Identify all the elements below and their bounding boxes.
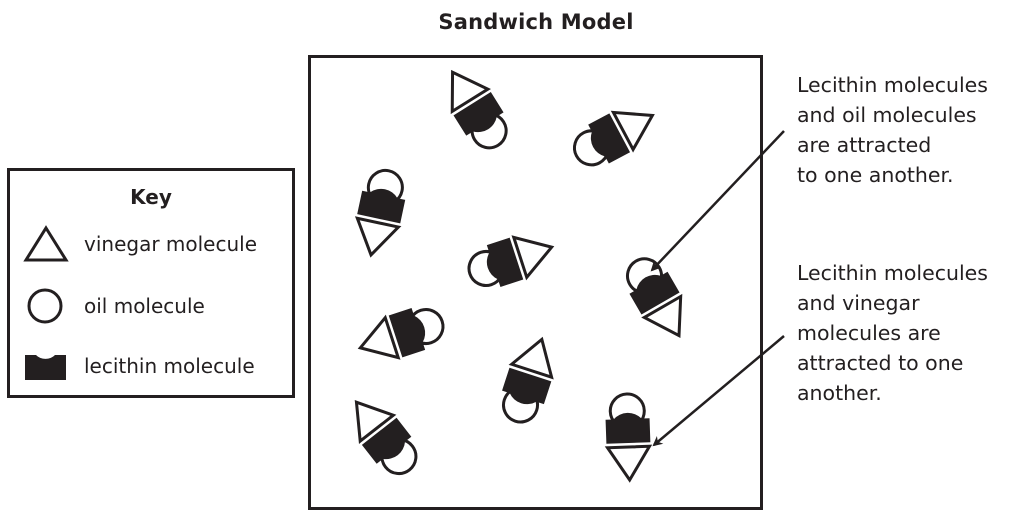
molecule-group-8 — [337, 387, 429, 485]
arrow-lecithin-oil — [650, 130, 785, 272]
annotation-line: Lecithin molecules — [797, 73, 988, 97]
circle-icon — [27, 288, 63, 324]
annotation-line: molecules are — [797, 321, 941, 345]
key-label-vinegar: vinegar molecule — [84, 232, 258, 256]
model-frame — [308, 55, 763, 510]
molecule-group-7 — [492, 331, 565, 430]
key-item-vinegar: vinegar molecule — [22, 224, 257, 264]
molecule-group-2 — [564, 94, 665, 177]
annotation-line: another. — [797, 381, 882, 405]
lecithin-icon — [25, 355, 66, 380]
key-item-lecithin: lecithin molecule — [22, 346, 255, 386]
annotation-line: Lecithin molecules — [797, 261, 988, 285]
annotation-line: and vinegar — [797, 291, 920, 315]
key-item-oil: oil molecule — [22, 286, 205, 326]
key-heading: Key — [130, 185, 172, 209]
annotation-line: are attracted — [797, 133, 932, 157]
triangle-icon — [23, 225, 69, 262]
molecule-group-1 — [432, 59, 519, 159]
diagram-title: Sandwich Model — [438, 10, 634, 34]
key-label-lecithin: lecithin molecule — [84, 354, 255, 378]
annotation-lecithin-vinegar: Lecithin molecules and vinegar molecules… — [797, 258, 988, 408]
annotation-line: attracted to one — [797, 351, 964, 375]
key-legend: Key vinegar molecule oil molecule lecith… — [7, 168, 295, 398]
key-label-oil: oil molecule — [84, 294, 205, 318]
molecule-group-4 — [461, 224, 560, 297]
annotation-line: to one another. — [797, 163, 954, 187]
molecule-group-3 — [348, 164, 412, 262]
annotation-lecithin-oil: Lecithin molecules and oil molecules are… — [797, 70, 988, 190]
molecule-group-9 — [603, 391, 654, 483]
molecule-group-6 — [352, 298, 451, 371]
arrow-lecithin-vinegar — [652, 335, 785, 447]
annotation-line: and oil molecules — [797, 103, 977, 127]
